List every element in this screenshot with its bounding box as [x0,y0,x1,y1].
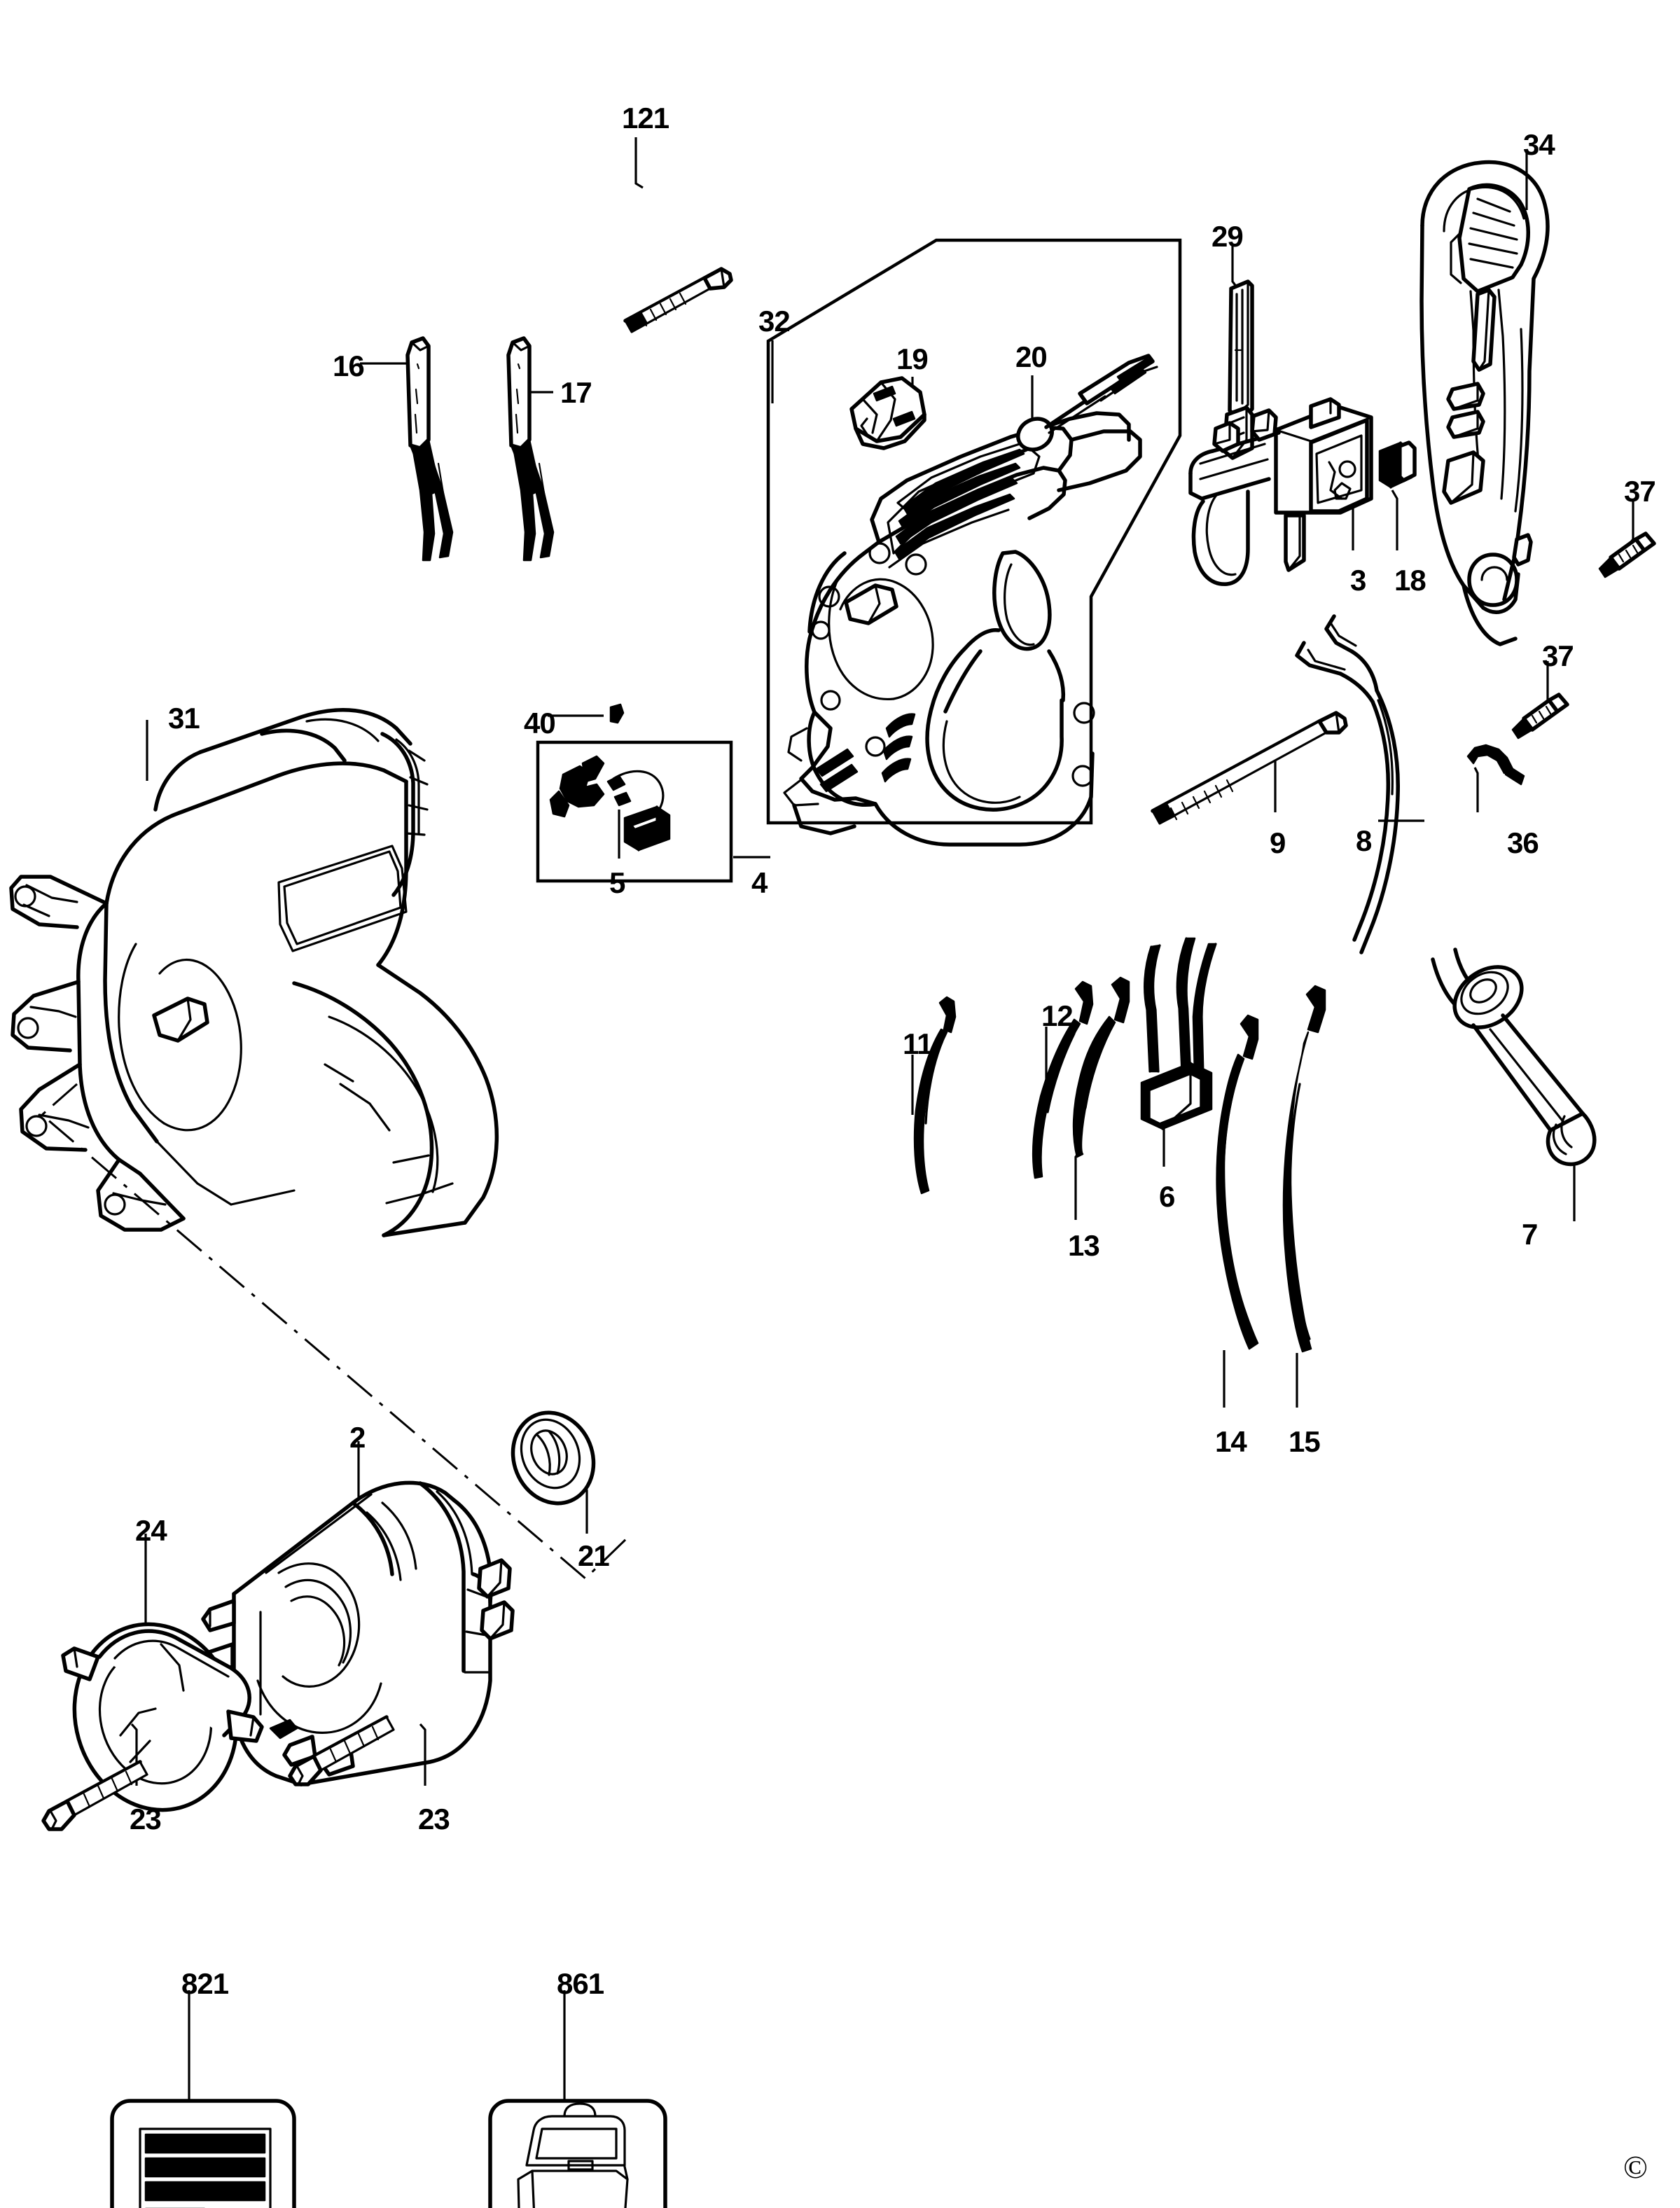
callout-4: 4 [751,866,768,899]
callout-9: 9 [1270,826,1286,859]
copyright-mark: © [1623,2149,1648,2185]
part-14-lead-wire [1216,1014,1259,1408]
callout-23-right: 23 [418,1803,450,1835]
callout-17: 17 [560,376,592,409]
part-21-bearing-ring [511,1410,596,1534]
part-19-shoe-lock-lever [849,376,926,450]
callout-19: 19 [896,342,929,375]
callout-13: 13 [1068,1229,1100,1262]
part-23-field-screw-left [41,1723,148,1831]
part-34-handle-cover [1419,151,1550,646]
callout-20: 20 [1015,340,1048,373]
part-36-cord-clamp [1466,744,1525,812]
callout-2: 2 [349,1421,366,1454]
callout-32: 32 [758,305,791,338]
group-boundary-32 [766,238,1182,825]
group-boundary-4 [536,740,770,883]
callout-21: 21 [578,1539,610,1572]
callout-6: 6 [1159,1180,1175,1213]
part-8-power-cord [1295,614,1424,954]
part-9-long-assembly-bolt [1151,711,1348,825]
callout-861: 861 [557,1967,604,2000]
part-37-handle-screw-upper [1598,499,1656,578]
part-2-field-stator [198,1441,515,1786]
part-821-warning-label [110,1990,296,2208]
callout-11: 11 [903,1027,933,1060]
callout-821: 821 [181,1967,229,2000]
part-23-field-screw-right [288,1715,426,1786]
callout-31: 31 [168,702,200,735]
callout-121: 121 [622,102,669,134]
callout-16: 16 [333,349,365,382]
part-40-small-clip [548,703,625,724]
callout-8: 8 [1356,824,1372,857]
callout-18: 18 [1394,564,1426,597]
part-18-capacitor-block [1378,440,1417,550]
part-13-lead-wire [1072,976,1130,1220]
part-3-trigger-switch-module [1188,397,1373,586]
part-20-lock-pin [1016,354,1158,452]
part-37-handle-screw-lower [1511,661,1569,740]
part-12-lead-wire [1032,980,1094,1179]
callout-12: 12 [1041,999,1074,1032]
callout-29: 29 [1212,220,1244,253]
part-7-cord-strain-relief [1431,947,1597,1221]
part-24-fan-baffle [61,1534,264,1812]
part-31-left-housing [9,708,499,1237]
part-6-brush-block [1140,937,1217,1167]
callout-36: 36 [1507,826,1539,859]
part-16-carbon-brush [360,336,454,562]
callout-34: 34 [1523,128,1555,161]
callout-23-left: 23 [130,1803,162,1835]
part-121-long-machine-screw [623,137,733,333]
callout-40: 40 [524,707,556,740]
callout-14: 14 [1215,1425,1247,1458]
callout-37-lower: 37 [1542,639,1574,672]
callout-7: 7 [1522,1218,1538,1251]
part-17-carbon-brush [506,336,555,562]
part-11-lead-wire [911,996,957,1195]
callout-5: 5 [609,866,625,899]
assembly-centerline [40,1083,632,1581]
callout-3: 3 [1350,564,1366,597]
part-5-brush-holder [549,755,671,859]
part-15-lead-wire [1282,985,1326,1408]
callout-24: 24 [135,1514,167,1547]
callout-37-upper: 37 [1624,475,1656,508]
callout-15: 15 [1289,1425,1321,1458]
part-861-carrying-case [488,1990,667,2208]
part-32-right-housing [783,411,1142,847]
